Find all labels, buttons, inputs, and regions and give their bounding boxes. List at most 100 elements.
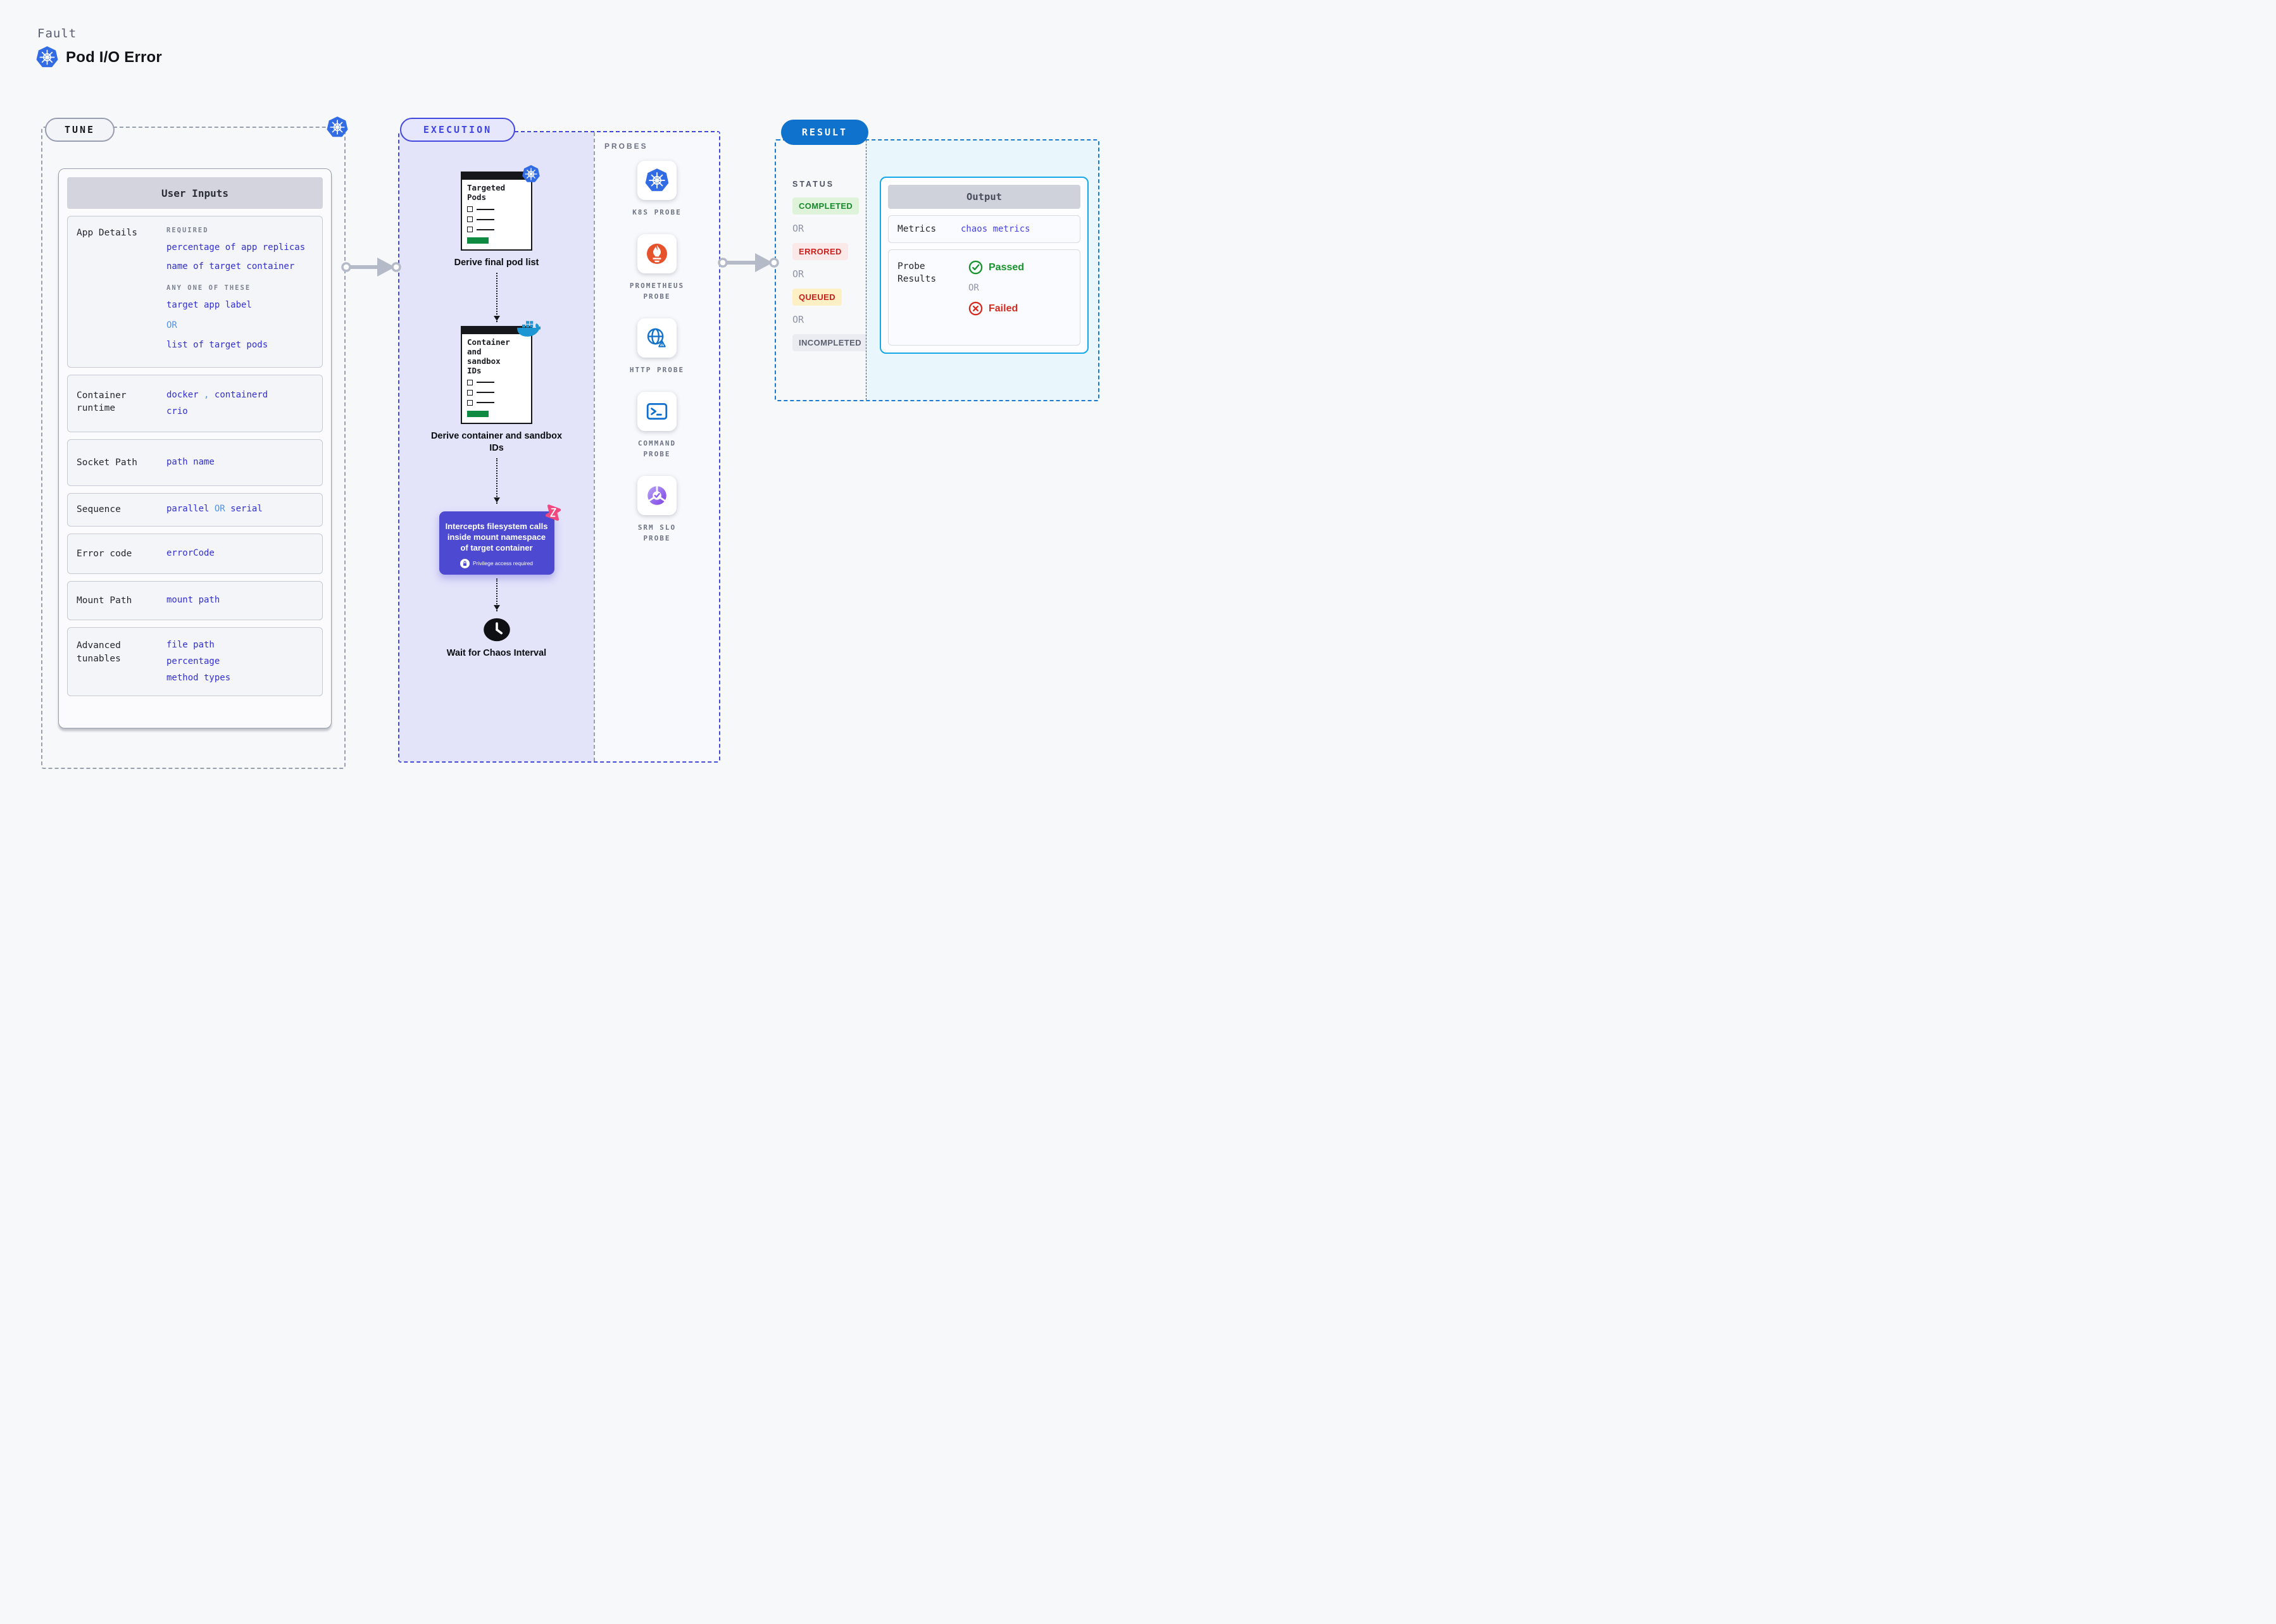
probe-label: K8S PROBE bbox=[632, 208, 682, 216]
input-value: file path bbox=[166, 640, 215, 651]
kubernetes-icon bbox=[644, 168, 670, 193]
window-title: Targeted Pods bbox=[467, 183, 506, 202]
row-label: Container runtime bbox=[77, 390, 127, 414]
terminal-icon bbox=[644, 399, 670, 424]
dotted-arrow-down bbox=[493, 578, 500, 611]
output-header: Output bbox=[888, 185, 1080, 209]
row-label: Probe Results bbox=[897, 261, 937, 285]
probe-item-prometheus: PROMETHEUS PROBE bbox=[616, 234, 698, 302]
probe-item-k8s: K8S PROBE bbox=[632, 161, 682, 218]
or-separator: OR bbox=[792, 223, 804, 234]
checklist-item bbox=[467, 227, 526, 232]
or-separator: OR bbox=[792, 314, 804, 325]
execution-section-label: EXECUTION bbox=[400, 118, 515, 142]
user-inputs-header: User Inputs bbox=[67, 177, 323, 209]
checklist-item bbox=[467, 216, 526, 222]
input-row-sequence: Sequence parallel OR serial bbox=[67, 493, 323, 527]
probe-item-command: COMMAND PROBE bbox=[622, 392, 692, 459]
result-section-label: RESULT bbox=[781, 120, 868, 145]
input-row-mount-path: Mount Path mount path bbox=[67, 581, 323, 621]
input-value: list of target pods bbox=[166, 340, 268, 351]
input-value: crio bbox=[166, 406, 188, 416]
input-value: method types bbox=[166, 672, 231, 683]
kubernetes-icon bbox=[522, 165, 541, 184]
x-circle-icon bbox=[968, 301, 983, 316]
window-titlebar bbox=[462, 173, 531, 180]
status-badge-queued: QUEUED bbox=[792, 289, 842, 306]
row-label: Error code bbox=[77, 548, 132, 559]
intercept-callout: Intercepts filesystem calls inside mount… bbox=[439, 511, 554, 575]
checklist-item bbox=[467, 399, 526, 406]
probes-panel: PROBES K8S PROBE PROMETHEUS PROBE HTTP P… bbox=[594, 132, 719, 761]
intercept-text: Intercepts filesystem calls inside mount… bbox=[445, 521, 548, 553]
tune-section-label: TUNE bbox=[45, 118, 115, 142]
row-label: Socket Path bbox=[77, 458, 138, 468]
probe-item-http: HTTP PROBE bbox=[630, 318, 684, 375]
probe-label: PROMETHEUS PROBE bbox=[629, 282, 685, 301]
container-ids-window: Container and sandbox IDs bbox=[461, 326, 532, 424]
probe-result-passed: Passed bbox=[968, 260, 1071, 275]
checklist-item bbox=[467, 379, 526, 385]
status-badge-completed: COMPLETED bbox=[792, 197, 860, 215]
input-row-container-runtime: Container runtime docker , containerd cr… bbox=[67, 374, 323, 433]
input-value: mount path bbox=[166, 595, 220, 606]
execution-section: Targeted Pods Derive final pod list Cont… bbox=[398, 131, 720, 763]
input-row-advanced-tunables: Advanced tunables file path percentage m… bbox=[67, 627, 323, 697]
flow-arrow-tune-to-execution bbox=[341, 258, 401, 277]
step-caption: Wait for Chaos Interval bbox=[446, 648, 547, 658]
output-panel: Output Metrics chaos metrics Probe Resul… bbox=[866, 141, 1098, 400]
targeted-pods-window: Targeted Pods bbox=[461, 172, 532, 251]
checklist-item bbox=[467, 206, 526, 212]
docker-icon bbox=[516, 319, 541, 338]
status-label: STATUS bbox=[792, 180, 835, 189]
page-title: Pod I/O Error bbox=[66, 48, 162, 66]
required-label: REQUIRED bbox=[166, 227, 209, 234]
progress-bar bbox=[467, 237, 489, 244]
input-row-socket-path: Socket Path path name bbox=[67, 439, 323, 487]
input-value: name of target container bbox=[166, 261, 295, 272]
status-badge-incompleted: INCOMPLETED bbox=[792, 334, 868, 351]
input-value: target app label bbox=[166, 300, 252, 311]
probe-item-srm-slo: SRM SLO PROBE bbox=[622, 476, 692, 544]
step-caption: Derive final pod list bbox=[454, 258, 539, 268]
row-label: Mount Path bbox=[77, 596, 132, 606]
row-label: App Details bbox=[77, 228, 138, 238]
status-column: STATUS COMPLETED OR ERRORED OR QUEUED OR… bbox=[776, 141, 868, 400]
probe-result-failed: Failed bbox=[968, 301, 1071, 316]
wait-step bbox=[483, 618, 511, 645]
or-separator: OR bbox=[968, 283, 979, 293]
metrics-value: chaos metrics bbox=[961, 224, 1030, 234]
lock-icon bbox=[460, 559, 470, 568]
kubernetes-icon bbox=[326, 116, 349, 139]
execution-flow: Targeted Pods Derive final pod list Cont… bbox=[399, 132, 594, 761]
probe-label: HTTP PROBE bbox=[629, 366, 685, 375]
input-value: parallel OR serial bbox=[166, 504, 263, 515]
checklist-item bbox=[467, 389, 526, 396]
input-value: errorCode bbox=[166, 547, 215, 558]
input-row-error-code: Error code errorCode bbox=[67, 533, 323, 575]
privilege-badge: Privilege access required bbox=[446, 559, 548, 568]
flow-arrow-execution-to-result bbox=[718, 253, 779, 272]
litmus-chaos-icon bbox=[544, 503, 563, 522]
clock-icon bbox=[483, 618, 511, 642]
user-inputs-card: User Inputs App Details REQUIRED percent… bbox=[58, 168, 332, 728]
probes-label: PROBES bbox=[604, 142, 648, 151]
check-circle-icon bbox=[968, 260, 983, 275]
output-row-metrics: Metrics chaos metrics bbox=[888, 215, 1080, 243]
dotted-arrow-down bbox=[493, 458, 500, 504]
input-row-app-details: App Details REQUIRED percentage of app r… bbox=[67, 216, 323, 368]
output-row-probe-results: Probe Results Passed OR Failed bbox=[888, 249, 1080, 346]
or-separator: OR bbox=[166, 320, 177, 330]
probe-label: SRM SLO PROBE bbox=[637, 523, 677, 543]
kubernetes-icon bbox=[35, 46, 59, 69]
output-card: Output Metrics chaos metrics Probe Resul… bbox=[880, 177, 1089, 354]
input-value: percentage bbox=[166, 656, 220, 666]
probe-label: COMMAND PROBE bbox=[637, 439, 677, 459]
fault-eyebrow: Fault bbox=[37, 27, 77, 41]
input-value: percentage of app replicas bbox=[166, 242, 306, 253]
input-value: docker , containerd bbox=[166, 389, 268, 400]
window-title: Container and sandbox IDs bbox=[467, 337, 510, 375]
diagram-canvas: Fault Pod I/O Error TUNE User Inputs App… bbox=[0, 0, 1138, 812]
page-title-row: Pod I/O Error bbox=[35, 46, 162, 69]
tune-section: User Inputs App Details REQUIRED percent… bbox=[41, 127, 346, 769]
